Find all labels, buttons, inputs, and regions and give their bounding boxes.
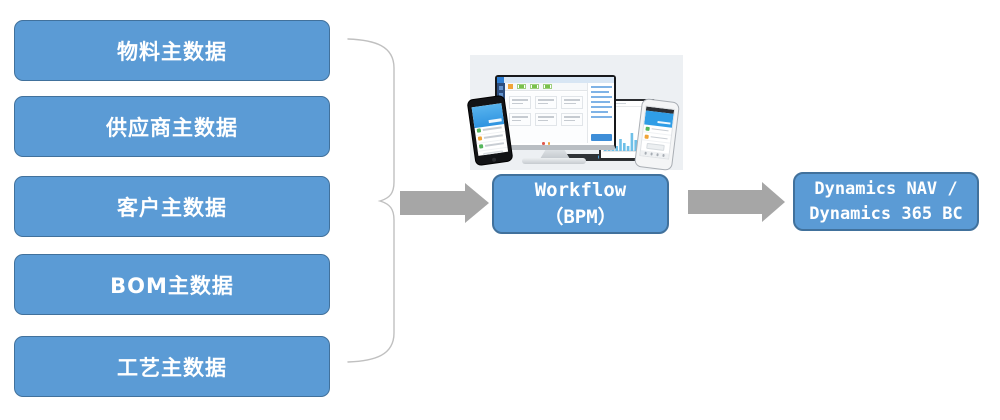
app-logo-icon	[497, 77, 504, 83]
workflow-bpm-box: Workflow （BPM）	[492, 174, 669, 234]
arrow-right-icon	[400, 183, 489, 223]
workflow-box-line1: Workflow	[534, 179, 627, 201]
workflow-box-line2: （BPM）	[544, 206, 617, 228]
source-box-label: BOM主数据	[110, 273, 234, 298]
app-links-panel	[587, 83, 614, 143]
dynamics-box-line2: Dynamics 365 BC	[809, 203, 963, 224]
panel-banner	[591, 134, 612, 141]
smartphone-right	[633, 97, 681, 172]
dynamics-target-box: Dynamics NAV / Dynamics 365 BC	[793, 172, 979, 231]
source-box-label: 物料主数据	[117, 39, 227, 64]
app-content	[505, 92, 587, 143]
devices-illustration	[466, 55, 683, 172]
app-topbar	[504, 77, 614, 83]
source-box-bom: BOM主数据	[14, 254, 330, 315]
home-button-icon	[491, 156, 497, 162]
app-statusbar	[505, 142, 587, 145]
brace-connector	[347, 38, 395, 363]
arrow-right-icon	[688, 182, 785, 222]
sidebar-icon	[499, 86, 503, 90]
source-box-supplier: 供应商主数据	[14, 96, 330, 157]
monitor-stand-neck	[540, 148, 570, 159]
source-box-customer: 客户主数据	[14, 176, 330, 237]
source-box-label: 工艺主数据	[117, 355, 227, 380]
monitor-frame	[495, 75, 616, 150]
source-box-label: 客户主数据	[117, 195, 227, 220]
source-box-label: 供应商主数据	[106, 115, 238, 140]
monitor-stand-base	[522, 158, 586, 164]
dynamics-box-line1: Dynamics NAV /	[814, 178, 958, 199]
source-box-material: 物料主数据	[14, 20, 330, 81]
folder-icon	[508, 84, 513, 89]
source-box-process: 工艺主数据	[14, 336, 330, 397]
app-toolbar	[505, 83, 587, 91]
